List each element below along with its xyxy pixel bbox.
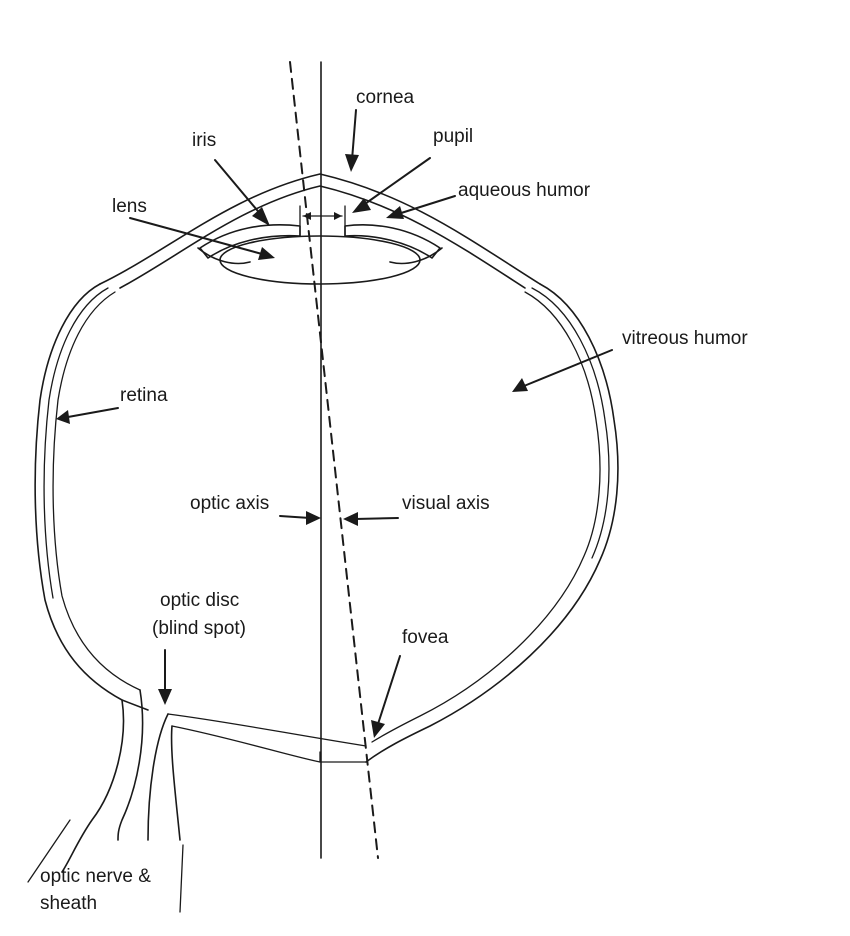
optic-nerve-label: optic nerve & — [40, 866, 151, 887]
retina-inner-left — [52, 291, 141, 691]
pupil-arrow-head — [352, 198, 371, 213]
cornea-arrow-line — [351, 109, 357, 161]
optic-nerve-label-leader-right — [179, 844, 184, 913]
ciliary-body-right — [389, 247, 443, 265]
pupil-arrow-line — [361, 157, 431, 207]
retina-label: retina — [120, 385, 168, 406]
optic-nerve-inner-right — [147, 713, 169, 841]
optic-nerve-label-leader — [27, 819, 71, 883]
blind-spot-label: (blind spot) — [152, 618, 246, 639]
fovea-arrow-head — [371, 720, 385, 738]
retina-inner-right — [371, 291, 601, 743]
iris-arrow-head — [252, 207, 270, 226]
pupil-dimension-head-right — [334, 212, 342, 220]
retina-arrow-line — [67, 407, 119, 418]
fovea-label: fovea — [402, 627, 449, 648]
vitreous-humor-label: vitreous humor — [622, 328, 748, 349]
ciliary-body-left — [197, 247, 251, 265]
aqueous-humor-label: aqueous humor — [458, 180, 591, 201]
optic-axis-arrow-head — [306, 511, 321, 525]
visual-axis-label: visual axis — [402, 493, 490, 514]
retina-arrow-head — [56, 410, 70, 424]
cornea-outer — [99, 173, 541, 285]
choroid-right — [531, 287, 610, 559]
choroid-left — [43, 287, 109, 599]
optic-nerve-inner-left — [117, 689, 144, 841]
iris-right — [344, 224, 441, 259]
aqueous-humor-arrow-line — [397, 195, 456, 215]
lens-label: lens — [112, 196, 147, 217]
iris-label: iris — [192, 130, 217, 151]
lens-arrow-head — [258, 247, 275, 260]
visual-axis-arrow-head — [343, 512, 358, 526]
sclera-outer — [34, 283, 149, 711]
optic-axis-arrow-line — [279, 515, 311, 519]
aqueous-humor-arrow-head — [386, 206, 404, 219]
optic-nerve-outer-left — [61, 699, 125, 873]
posterior-wall-inner — [167, 713, 367, 747]
optic-disc-arrow-head — [158, 689, 172, 705]
optic-axis-label: optic axis — [190, 493, 270, 514]
optic-nerve-sheath-label: sheath — [40, 893, 98, 914]
posterior-wall-outer — [171, 725, 367, 763]
optic-disc-label: optic disc — [160, 590, 240, 611]
lens-arrow-line — [129, 217, 263, 255]
visual-axis-line — [289, 61, 379, 859]
lens-shape — [219, 235, 421, 285]
cornea-inner — [119, 185, 526, 289]
pupil-dimension-head-left — [303, 212, 311, 220]
cornea-label: cornea — [356, 87, 415, 108]
visual-axis-arrow-line — [354, 517, 399, 520]
optic-nerve-outer-right — [170, 725, 181, 841]
iris-arrow-line — [214, 159, 263, 217]
cornea-arrow-head — [345, 154, 359, 172]
pupil-label: pupil — [433, 126, 474, 147]
sclera-outer-right — [365, 283, 619, 763]
vitreous-humor-arrow-line — [523, 349, 613, 387]
vitreous-humor-arrow-head — [512, 378, 528, 392]
fovea-arrow-line — [377, 655, 401, 725]
